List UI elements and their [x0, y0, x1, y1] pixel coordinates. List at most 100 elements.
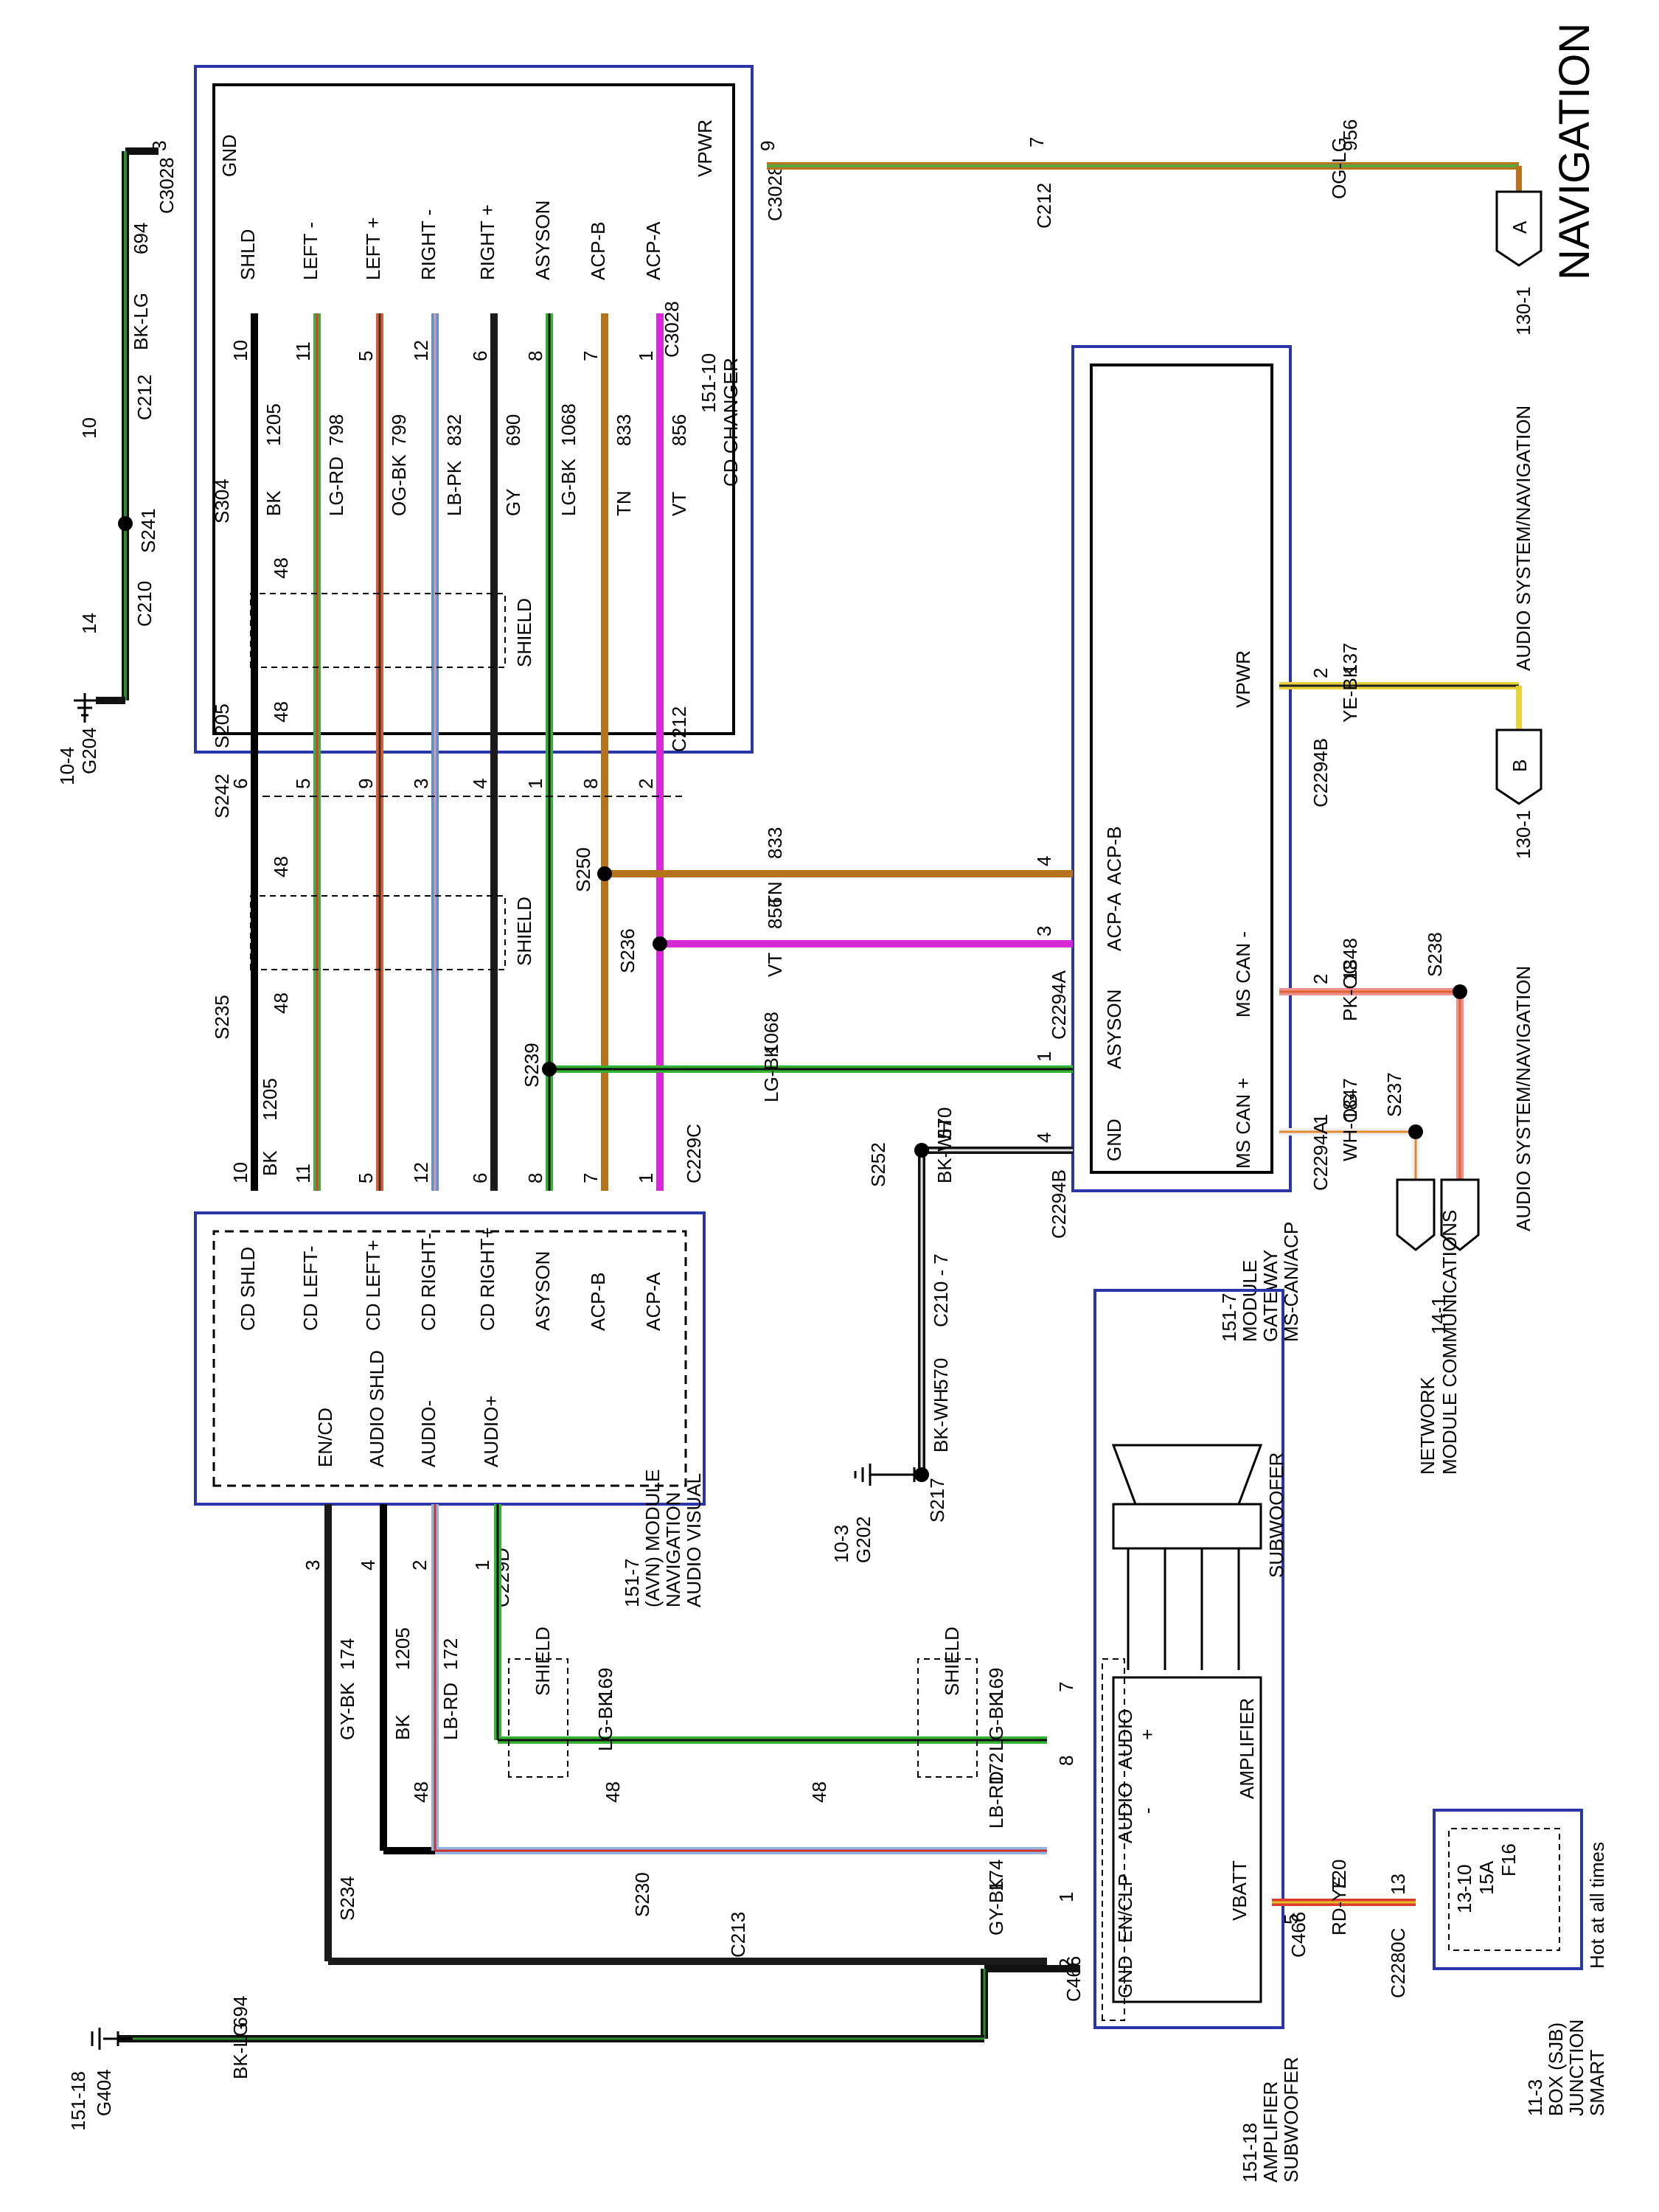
sub-minus-sign: -: [1136, 1807, 1158, 1814]
g204-ground-symbol: [74, 693, 96, 723]
cd-pin-number: 11: [292, 341, 314, 361]
wire-856-color: VT: [764, 953, 786, 977]
drain-48-e: 48: [410, 1781, 432, 1803]
lower-169-a-color: LG-BK: [594, 1693, 616, 1751]
wire-1847-pin: 1: [1310, 1114, 1332, 1124]
wire-label-circuit: 798: [325, 414, 347, 446]
wire-570-bk-wh: [918, 1147, 1073, 1475]
lower-169-a: 169: [594, 1668, 616, 1700]
wire-1068-color: LG-BK: [760, 1044, 782, 1102]
wire-137-circuit: 137: [1339, 643, 1361, 675]
c212-pin-number: 6: [229, 779, 251, 789]
wire-label-color: LG-BK: [557, 458, 580, 516]
lower-169-b: 169: [985, 1668, 1007, 1700]
wire-570-circuit: 570: [933, 1107, 956, 1139]
gw-acp-a-pin: 3: [1033, 926, 1055, 936]
network-connector-b: [1396, 1178, 1436, 1251]
c212-pin-number: 9: [355, 779, 377, 789]
wire-label-circuit: 1068: [557, 403, 580, 446]
cd-pin-number: 6: [469, 351, 491, 361]
wire-694-bottom-color: BK-LG: [229, 2022, 251, 2079]
c229c-pin-number: 6: [469, 1173, 491, 1183]
left-c210: C210: [133, 581, 156, 627]
c466-right: C466: [1287, 1912, 1310, 1958]
gateway-outer-border: [1071, 345, 1292, 1192]
c212-pin-number: 5: [292, 779, 314, 789]
ref-b-letter: B: [1509, 759, 1531, 772]
drain-48-g: 48: [808, 1781, 830, 1803]
c212-pin-number: 4: [469, 779, 491, 789]
wire-label-color: OG-BK: [388, 454, 410, 516]
cd-pin-number: 10: [229, 340, 251, 361]
c212-pin-number: 8: [580, 779, 602, 789]
sjb-amps: 15A: [1475, 1860, 1498, 1895]
lower-1205-color: BK: [259, 1150, 281, 1176]
s238-splice: [1453, 984, 1467, 999]
g404-label: G404: [93, 2069, 115, 2116]
wire-1848-circuit: 1848: [1339, 938, 1361, 981]
avn-pin-acp-b: ACP-B: [587, 1273, 609, 1331]
c212-top-connector: C212: [1033, 183, 1055, 229]
s250-label: S250: [572, 847, 594, 892]
subwoofer-speaker-cone: [1111, 1444, 1263, 1505]
gateway-label-line: MODULE: [1239, 1260, 1261, 1342]
wire-1847-color: WH-OG: [1339, 1093, 1361, 1161]
s237-splice: [1408, 1124, 1423, 1139]
cd-changer-outer-border: [194, 65, 754, 754]
sub-amp-label-line: 151-18: [1239, 2123, 1261, 2183]
wire-570-b-circuit: 570: [930, 1358, 952, 1390]
lower-shield-box-right: [917, 1658, 978, 1778]
g404-ground-symbol: [91, 2028, 133, 2050]
gateway-pin-acp-b: ACP-B: [1103, 827, 1125, 885]
gw-asyson-pin: 1: [1033, 1051, 1055, 1062]
shield-label-upper: SHIELD: [513, 598, 535, 667]
sjb-fuse: F16: [1498, 1843, 1520, 1877]
avn-pin-labels: CD SHLD CD LEFT- CD LEFT+ CD RIGHT- CD R…: [237, 1227, 664, 1467]
sub-amp-outer-border: [1093, 1289, 1284, 2029]
cd-pin-number: 8: [524, 351, 546, 361]
s217-label: S217: [926, 1478, 948, 1523]
sub-amp-label-line: SUBWOOFER: [1280, 2057, 1302, 2183]
subwoofer-label: SUBWOOFER: [1265, 1453, 1287, 1578]
lower-172-b: 172: [985, 1753, 1007, 1784]
g202-page: 10-3: [830, 1525, 852, 1563]
avn-label-line: (AVN) MODULE: [641, 1470, 664, 1607]
c466-upper: C466: [1062, 1956, 1085, 2002]
lower-174: 174: [336, 1638, 358, 1670]
shield-box-upper: [250, 593, 506, 668]
c2280c-label: C2280C: [1387, 1928, 1409, 1998]
wire-1848-color: PK-OG: [1339, 959, 1361, 1021]
cd-gnd-connector: C3028: [156, 157, 178, 214]
ref-a-desc: AUDIO SYSTEM/NAVIGATION: [1512, 406, 1534, 671]
sjb-hot: Hot at all times: [1586, 1842, 1608, 1969]
left-c212: C212: [133, 375, 156, 420]
lower-wire: [324, 1504, 1047, 1965]
sub-pin-8: 8: [1055, 1756, 1077, 1766]
lower-wire: [494, 1504, 1047, 1744]
avn-label-line: 151-7: [621, 1559, 643, 1608]
s234-label: S234: [336, 1876, 358, 1921]
gateway-label-line: GATEWAY: [1259, 1250, 1281, 1342]
cd-pin-acp-a: ACP-A: [642, 221, 664, 280]
wire-bundle: [251, 313, 664, 1191]
sub-pin-7: 7: [1055, 1682, 1077, 1692]
diagram-title: NAVIGATION: [1551, 23, 1599, 280]
cd-pin-right-plus: RIGHT +: [476, 204, 498, 280]
s304-label: S304: [211, 479, 233, 524]
c212-top-pin: 7: [1026, 137, 1048, 147]
wire-570-b-color: BK-WH: [930, 1388, 952, 1453]
drain-48-a: 48: [270, 557, 292, 579]
avn-pin-cd-left-minus: CD LEFT-: [299, 1245, 321, 1331]
lower-1205: 1205: [259, 1078, 281, 1121]
s252-label: S252: [867, 1142, 889, 1187]
gateway-pin-gnd: GND: [1103, 1119, 1125, 1161]
ref-b-page: 130-1: [1512, 810, 1534, 860]
avn-pin-asyson: ASYSON: [532, 1251, 554, 1331]
avn-pin-audio-plus: AUDIO+: [480, 1395, 502, 1467]
wire-956-circuit: 956: [1339, 119, 1361, 151]
c229c-pin-number: 10: [229, 1162, 251, 1183]
drain-48-b: 48: [270, 701, 292, 723]
s241-splice: [118, 516, 133, 531]
gateway-pin-ms-can-minus: MS CAN -: [1232, 931, 1254, 1018]
